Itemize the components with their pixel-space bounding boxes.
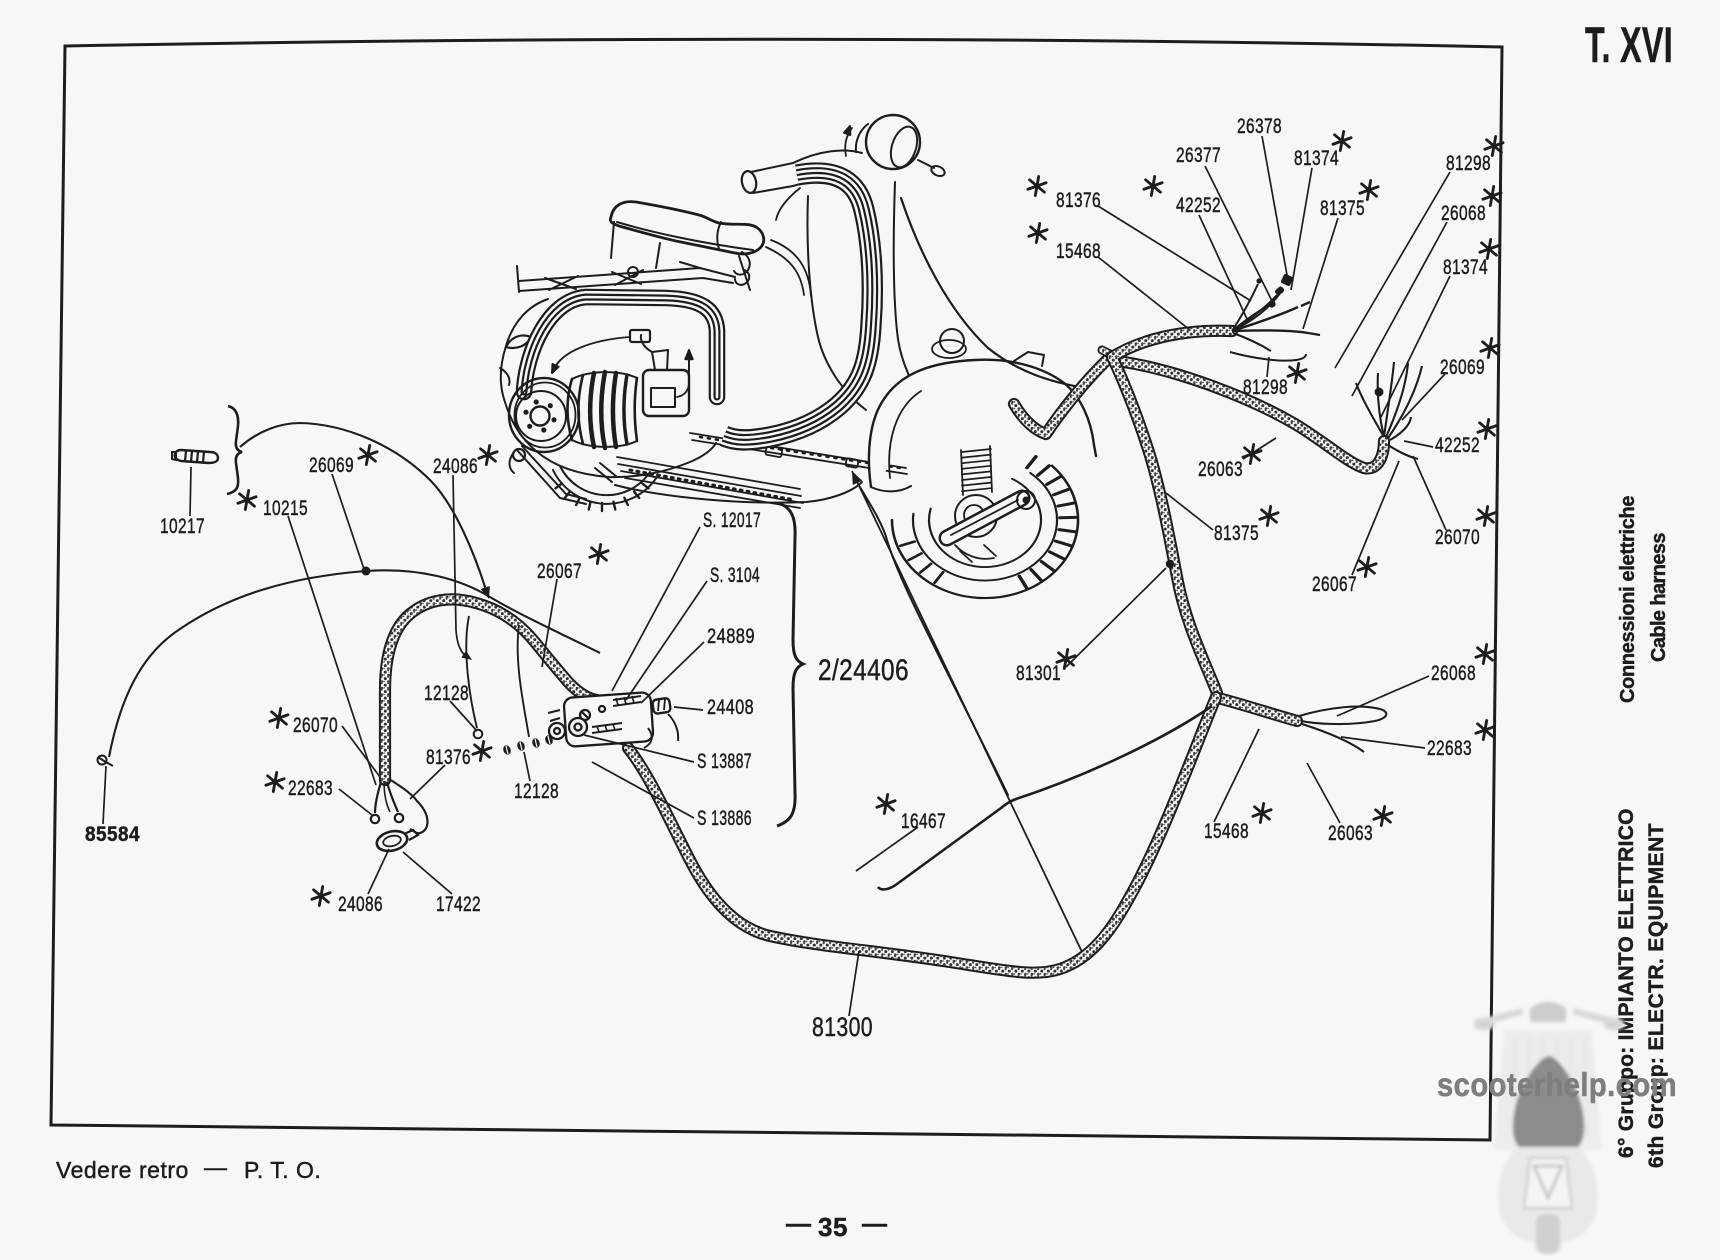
- svg-text:26069: 26069: [309, 454, 354, 477]
- svg-text:42252: 42252: [1435, 434, 1480, 457]
- svg-text:22683: 22683: [288, 777, 333, 800]
- svg-text:17422: 17422: [436, 893, 481, 916]
- svg-text:26377: 26377: [1176, 144, 1221, 167]
- svg-text:26067: 26067: [1312, 573, 1357, 596]
- svg-text:22683: 22683: [1427, 737, 1472, 760]
- svg-text:81298: 81298: [1243, 376, 1288, 399]
- svg-text:81375: 81375: [1214, 522, 1259, 545]
- svg-text:81298: 81298: [1446, 152, 1491, 175]
- svg-text:81375: 81375: [1320, 197, 1365, 220]
- svg-text:81376: 81376: [1056, 189, 1101, 212]
- svg-text:—: —: [786, 1210, 812, 1238]
- svg-text:24408: 24408: [707, 696, 754, 719]
- svg-text:26068: 26068: [1431, 662, 1476, 685]
- svg-text:16467: 16467: [901, 810, 946, 833]
- svg-text:15468: 15468: [1056, 240, 1101, 263]
- svg-text:81376: 81376: [426, 746, 471, 769]
- svg-text:S 13887: S 13887: [697, 750, 752, 773]
- svg-text:26070: 26070: [293, 714, 338, 737]
- svg-text:Cable harness: Cable harness: [1648, 532, 1670, 662]
- svg-text:10215: 10215: [263, 497, 308, 520]
- svg-text:2/24406: 2/24406: [818, 654, 909, 687]
- svg-text:26063: 26063: [1328, 822, 1373, 845]
- svg-text:P. T. O.: P. T. O.: [244, 1157, 321, 1183]
- svg-text:24086: 24086: [338, 893, 383, 916]
- svg-text:6th Group: ELECTR. EQUIPMENT: 6th Group: ELECTR. EQUIPMENT: [1645, 823, 1668, 1168]
- svg-text:85584: 85584: [85, 823, 140, 846]
- svg-text:10217: 10217: [160, 515, 205, 538]
- svg-text:Connessioni elettriche: Connessioni elettriche: [1617, 495, 1639, 703]
- svg-text:42252: 42252: [1176, 194, 1221, 217]
- svg-text:26070: 26070: [1435, 526, 1480, 549]
- svg-text:S. 12017: S. 12017: [703, 509, 761, 532]
- svg-text:26063: 26063: [1198, 458, 1243, 481]
- svg-text:T. XVI: T. XVI: [1585, 17, 1673, 73]
- svg-text:81300: 81300: [812, 1012, 873, 1042]
- svg-text:24086: 24086: [433, 455, 478, 478]
- svg-text:retro: retro: [139, 1157, 189, 1183]
- svg-text:scooterhelp.com: scooterhelp.com: [1437, 1066, 1677, 1103]
- svg-text:26378: 26378: [1237, 115, 1282, 138]
- svg-text:—: —: [862, 1210, 888, 1238]
- svg-text:15468: 15468: [1204, 820, 1249, 843]
- svg-text:26067: 26067: [537, 560, 582, 583]
- svg-text:S. 3104: S. 3104: [710, 564, 760, 587]
- svg-text:81301: 81301: [1016, 662, 1061, 685]
- svg-text:24889: 24889: [707, 625, 755, 648]
- svg-text:26069: 26069: [1440, 356, 1485, 379]
- svg-text:6° Gruppo: IMPIANTO ELETTRIC: 6° Gruppo: IMPIANTO ELETTRICO: [1615, 808, 1638, 1158]
- svg-text:—: —: [204, 1154, 228, 1180]
- svg-text:Vedere: Vedere: [56, 1157, 132, 1183]
- svg-text:12128: 12128: [514, 780, 559, 803]
- svg-text:81374: 81374: [1443, 256, 1488, 279]
- svg-text:26068: 26068: [1441, 202, 1486, 225]
- svg-text:12128: 12128: [424, 682, 469, 705]
- svg-text:81374: 81374: [1294, 147, 1339, 170]
- svg-text:S 13886: S 13886: [697, 807, 752, 830]
- svg-text:35: 35: [818, 1212, 848, 1242]
